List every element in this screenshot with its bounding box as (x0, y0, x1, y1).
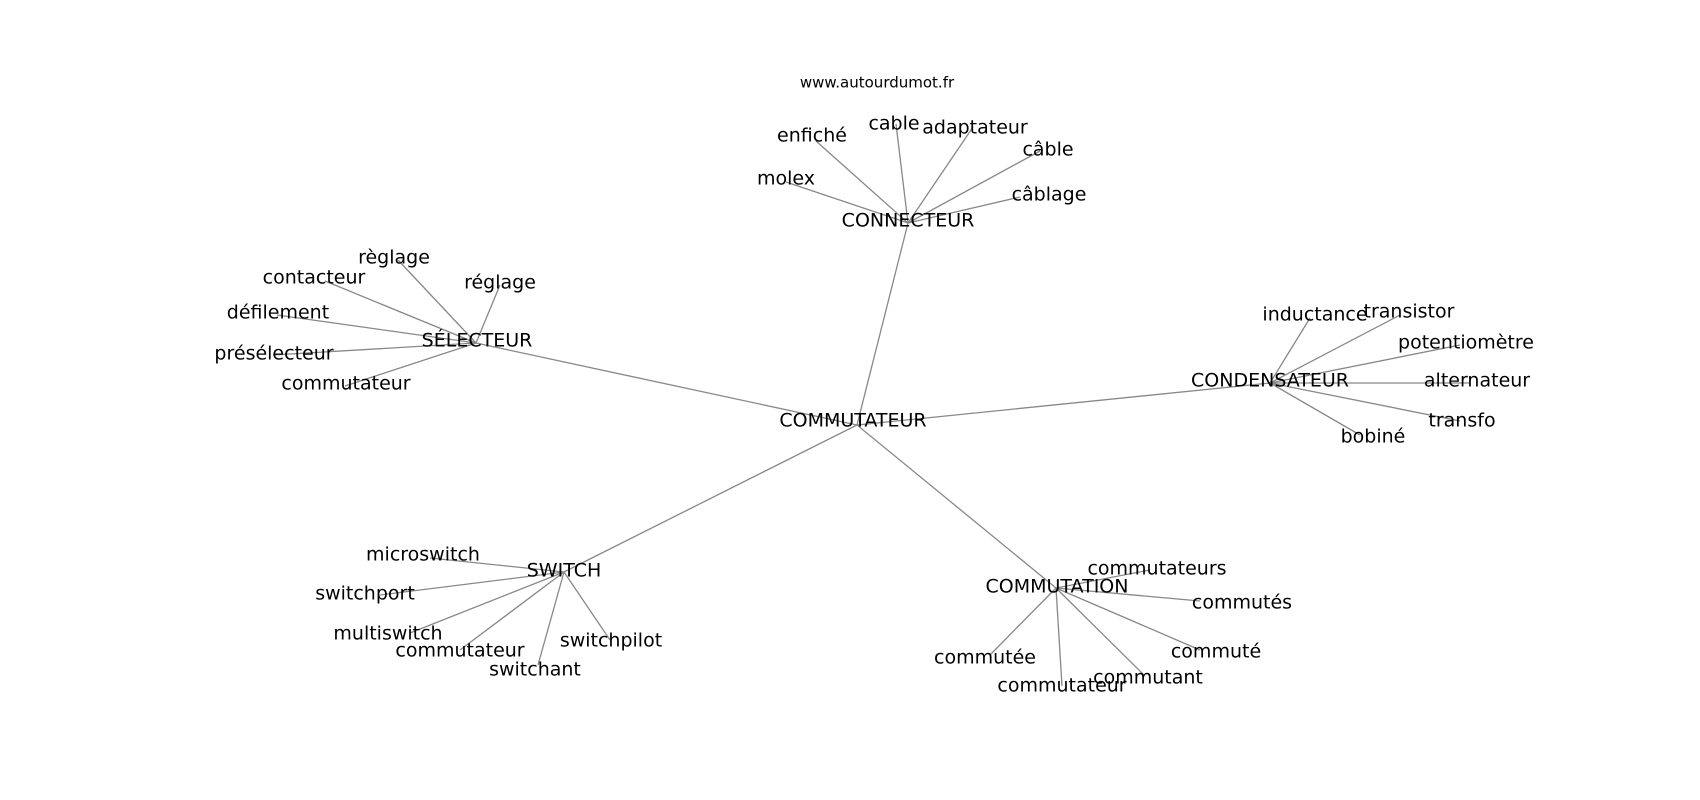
leaf-label-switch-2[interactable]: multiswitch (333, 623, 442, 645)
edge-switch-leaf-4 (537, 571, 565, 666)
edge-selecteur-leaf-1 (324, 280, 477, 344)
edge-center-switch (563, 424, 858, 573)
edge-condensateur-leaf-0 (1269, 317, 1311, 384)
leaf-label-condensateur-5[interactable]: bobiné (1341, 426, 1406, 448)
labels: www.autourdumot.fr COMMUTATEUR CONNECTEUR… (214, 74, 1534, 697)
leaf-label-commutation-3[interactable]: commutant (1093, 667, 1203, 689)
leaf-label-condensateur-2[interactable]: potentiomètre (1398, 332, 1534, 354)
leaf-label-condensateur-1[interactable]: transistor (1364, 301, 1455, 323)
source-label: www.autourdumot.fr (800, 74, 955, 92)
edge-selecteur-leaf-2 (475, 284, 501, 344)
leaf-label-condensateur-4[interactable]: transfo (1428, 410, 1495, 432)
edge-center-selecteur (475, 342, 858, 426)
edge-selecteur-leaf-3 (276, 314, 477, 344)
leaf-label-commutation-1[interactable]: commutés (1192, 592, 1292, 614)
edges (272, 123, 1470, 687)
leaf-label-switch-4[interactable]: switchant (489, 659, 581, 681)
leaf-label-switch-3[interactable]: commutateur (395, 640, 524, 662)
leaf-label-selecteur-2[interactable]: réglage (464, 272, 536, 294)
edge-selecteur-leaf-5 (344, 342, 477, 387)
leaf-label-commutation-0[interactable]: commutateurs (1087, 558, 1226, 580)
leaf-label-commutation-2[interactable]: commuté (1171, 641, 1261, 663)
hub-label-selecteur[interactable]: SÉLECTEUR (422, 329, 533, 352)
leaf-label-connecteur-0[interactable]: molex (757, 168, 815, 190)
leaf-label-selecteur-0[interactable]: règlage (358, 247, 430, 269)
edge-switch-leaf-5 (563, 571, 611, 641)
leaf-label-switch-5[interactable]: switchpilot (560, 630, 662, 652)
edge-connecteur-leaf-5 (907, 196, 1021, 224)
edge-condensateur-leaf-4 (1269, 382, 1461, 422)
leaf-label-commutation-5[interactable]: commutée (934, 647, 1036, 669)
leaf-label-selecteur-4[interactable]: présélecteur (214, 343, 333, 365)
edge-commutation-leaf-0 (1055, 569, 1151, 589)
edge-switch-leaf-0 (429, 557, 565, 573)
leaf-label-selecteur-5[interactable]: commutateur (281, 373, 410, 395)
edge-center-commutation (856, 424, 1057, 589)
edge-commutation-leaf-4 (1055, 587, 1063, 687)
leaf-label-connecteur-3[interactable]: adaptateur (922, 117, 1028, 139)
leaf-label-switch-1[interactable]: switchport (315, 583, 415, 605)
center-node-label[interactable]: COMMUTATEUR (779, 410, 926, 432)
leaf-label-commutation-4[interactable]: commutateur (997, 675, 1126, 697)
edge-commutation-leaf-3 (1055, 587, 1146, 677)
edge-commutation-leaf-5 (989, 587, 1057, 656)
edge-condensateur-leaf-2 (1269, 344, 1461, 384)
leaf-label-condensateur-3[interactable]: alternateur (1424, 370, 1530, 392)
leaf-label-connecteur-2[interactable]: cable (868, 113, 919, 135)
hub-label-switch[interactable]: SWITCH (527, 560, 602, 582)
edge-condensateur-leaf-1 (1269, 314, 1401, 384)
leaf-label-selecteur-1[interactable]: contacteur (263, 267, 366, 289)
edge-connecteur-leaf-1 (815, 140, 909, 224)
leaf-label-selecteur-3[interactable]: défilement (227, 302, 329, 324)
edge-switch-leaf-3 (459, 571, 565, 651)
edge-switch-leaf-1 (379, 571, 565, 596)
edge-commutation-leaf-1 (1055, 587, 1201, 602)
edge-connecteur-leaf-4 (907, 150, 1041, 224)
edge-switch-leaf-2 (409, 571, 565, 634)
edge-commutation-leaf-2 (1055, 587, 1201, 651)
hub-label-condensateur[interactable]: CONDENSATEUR (1191, 370, 1349, 392)
leaf-label-connecteur-5[interactable]: câblage (1012, 184, 1087, 206)
edge-selecteur-leaf-4 (272, 342, 477, 356)
leaf-label-connecteur-1[interactable]: enfiché (777, 125, 847, 147)
edge-center-connecteur (856, 222, 909, 426)
leaf-label-switch-0[interactable]: microswitch (366, 544, 480, 566)
hub-label-commutation[interactable]: COMMUTATION (986, 576, 1129, 598)
edge-selecteur-leaf-0 (397, 259, 477, 344)
edge-condensateur-leaf-5 (1269, 382, 1361, 436)
edge-connecteur-leaf-3 (907, 126, 974, 224)
hub-label-connecteur[interactable]: CONNECTEUR (842, 210, 975, 232)
edge-center-condensateur (856, 382, 1271, 426)
edge-connecteur-leaf-0 (785, 181, 909, 224)
edge-connecteur-leaf-2 (895, 123, 909, 224)
leaf-label-connecteur-4[interactable]: câble (1022, 139, 1073, 161)
leaf-label-condensateur-0[interactable]: inductance (1262, 304, 1367, 326)
